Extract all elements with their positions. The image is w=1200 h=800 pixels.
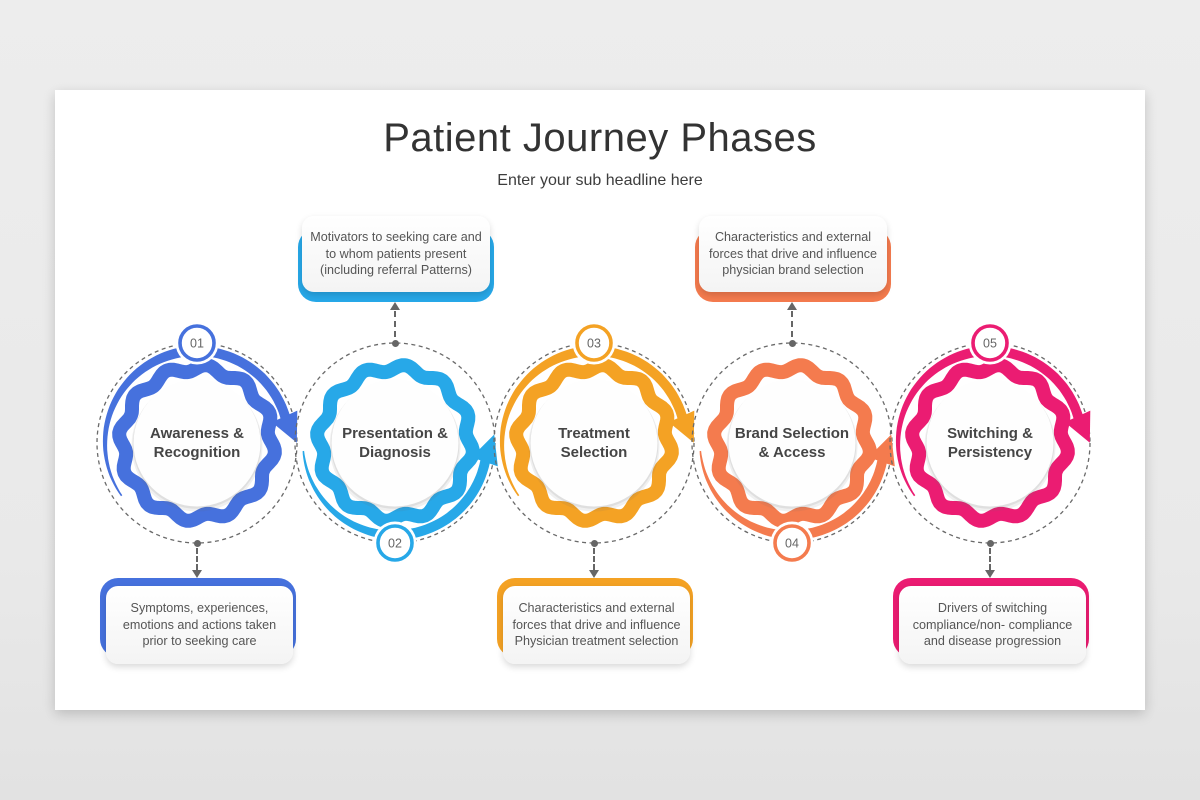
svg-text:04: 04 — [785, 537, 799, 551]
connector-arrow-down-icon — [191, 570, 202, 578]
note-brand-selection: Characteristics and external forces that… — [695, 216, 891, 302]
note-text: Drivers of switching compliance/non- com… — [912, 600, 1073, 649]
note-switching-persistency: Drivers of switching compliance/non- com… — [893, 578, 1089, 664]
note-card: Motivators to seeking care and to whom p… — [302, 216, 490, 292]
slide: Patient Journey Phases Enter your sub he… — [55, 90, 1145, 710]
note-presentation-diagnosis: Motivators to seeking care and to whom p… — [298, 216, 494, 302]
phase-awareness-recognition: 01 Awareness & Recognition — [87, 313, 307, 573]
connector-line — [394, 311, 396, 337]
phase-treatment-selection: 03 Treatment Selection — [484, 313, 704, 573]
phase-label: Switching & Persistency — [947, 424, 1033, 461]
phase-ring-arrow-graphic: 03 — [493, 321, 695, 544]
note-text: Characteristics and external forces that… — [708, 229, 878, 278]
connector-arrow-up-icon — [786, 302, 797, 310]
slide-subtitle: Enter your sub headline here — [497, 172, 703, 189]
connector-arrow-down-icon — [588, 570, 599, 578]
connector-arrow-down-icon — [984, 570, 995, 578]
connector-arrow-up-icon — [389, 302, 400, 310]
phase-label: Presentation & Diagnosis — [342, 424, 448, 461]
svg-text:02: 02 — [388, 537, 402, 551]
connector-line — [593, 548, 595, 570]
phase-presentation-diagnosis: 02 Presentation & Diagnosis — [285, 313, 505, 573]
note-card: Characteristics and external forces that… — [503, 586, 690, 664]
connector-dot — [590, 539, 598, 547]
note-treatment-selection: Characteristics and external forces that… — [497, 578, 693, 664]
connector-line — [791, 311, 793, 337]
phase-ring-arrow-graphic: 04 — [691, 342, 895, 565]
connector-line — [989, 548, 991, 570]
note-card: Drivers of switching compliance/non- com… — [899, 586, 1086, 664]
patient-journey-diagram: 01 Awareness & Recognition 02 Presentati… — [55, 90, 1145, 710]
phase-switching-persistency: 05 Switching & Persistency — [880, 313, 1100, 573]
note-awareness-recognition: Symptoms, experiences, emotions and acti… — [100, 578, 296, 664]
note-text: Characteristics and external forces that… — [512, 600, 681, 649]
svg-text:03: 03 — [587, 337, 601, 351]
phase-brand-selection-access: 04 Brand Selection & Access — [682, 313, 902, 573]
connector-dot — [986, 539, 994, 547]
svg-text:01: 01 — [190, 337, 204, 351]
phase-ring-arrow-graphic: 01 — [96, 321, 298, 544]
connector-dot — [391, 339, 399, 347]
slide-title: Patient Journey Phases — [383, 116, 817, 160]
connector-dot — [193, 539, 201, 547]
note-text: Motivators to seeking care and to whom p… — [310, 229, 482, 278]
note-text: Symptoms, experiences, emotions and acti… — [122, 600, 277, 649]
svg-text:05: 05 — [983, 337, 997, 351]
phase-label: Brand Selection & Access — [734, 424, 850, 461]
phase-label: Treatment Selection — [558, 424, 630, 461]
phase-label: Awareness & Recognition — [150, 424, 244, 461]
phase-ring-arrow-graphic: 02 — [294, 342, 498, 565]
note-card: Symptoms, experiences, emotions and acti… — [106, 586, 293, 664]
connector-dot — [788, 339, 796, 347]
note-card: Characteristics and external forces that… — [699, 216, 887, 292]
connector-line — [196, 548, 198, 570]
phase-ring-arrow-graphic: 05 — [889, 321, 1091, 544]
